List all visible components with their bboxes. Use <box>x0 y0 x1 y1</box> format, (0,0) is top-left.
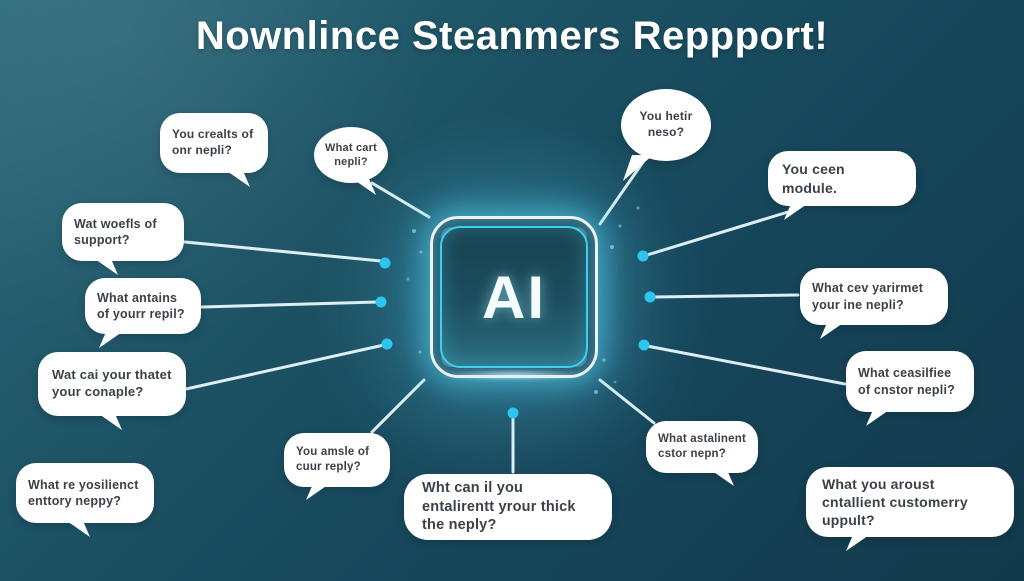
ai-chip-icon: AI <box>430 216 598 378</box>
speech-bubble: You hetir neso? <box>621 89 711 181</box>
speech-bubble: What astalinent cstor nepn? <box>646 421 758 486</box>
connector-line <box>183 150 847 474</box>
page-title: Nownlince Steanmers Reppport! <box>195 14 829 58</box>
bubble-text: What ceasilfiee of cnstor nepli? <box>858 366 955 397</box>
speech-bubble: Wat woefls of support? <box>62 203 184 275</box>
bubble-text: What you aroust cntallient customerry up… <box>822 475 968 529</box>
bubble-text: What cart nepli? <box>325 141 377 168</box>
bubble-text: You crealts of onr nepli? <box>172 127 254 157</box>
bubble-text: Wat cai your thatet your conaple? <box>52 367 172 399</box>
speech-bubble: Wht can il you entalirentt yrour thick t… <box>404 474 612 540</box>
bubble-text: What re yosilienct enttory neppy? <box>28 477 139 508</box>
bubble-text: Wat woefls of support? <box>74 216 157 247</box>
speech-bubble: Wat cai your thatet your conaple? <box>38 352 186 430</box>
bubble-text: You amsle of cuur reply? <box>296 446 370 473</box>
speech-bubble: What cart nepli? <box>314 127 388 195</box>
ai-chip-label: AI <box>482 263 546 331</box>
speech-bubble: What re yosilienct enttory neppy? <box>16 463 154 537</box>
bubble-text: You hetir neso? <box>639 109 693 139</box>
speech-bubble: You amsle of cuur reply? <box>284 433 390 500</box>
bubble-text: Wht can il you entalirentt yrour thick t… <box>422 479 576 534</box>
bubble-text: What astalinent cstor nepn? <box>658 433 746 460</box>
bubble-text: You ceen module. <box>782 161 845 196</box>
ai-chip-face: AI <box>440 226 588 368</box>
speech-bubble: You crealts of onr nepli? <box>160 113 268 187</box>
connector-dot <box>375 250 656 419</box>
bubble-text: What antains of yourr repil? <box>97 290 185 321</box>
speech-bubble: You ceen module. <box>768 151 916 220</box>
chip-glow-streak <box>438 370 590 380</box>
speech-bubble: What ceasilfiee of cnstor nepli? <box>846 351 974 426</box>
speech-bubble: What cev yarirmet your ine nepli? <box>800 268 948 339</box>
sparkle-dots <box>406 206 640 394</box>
speech-bubble: What antains of yourr repil? <box>85 278 201 348</box>
bubble-text: What cev yarirmet your ine nepli? <box>812 281 924 312</box>
speech-bubble: What you aroust cntallient customerry up… <box>806 467 1014 551</box>
